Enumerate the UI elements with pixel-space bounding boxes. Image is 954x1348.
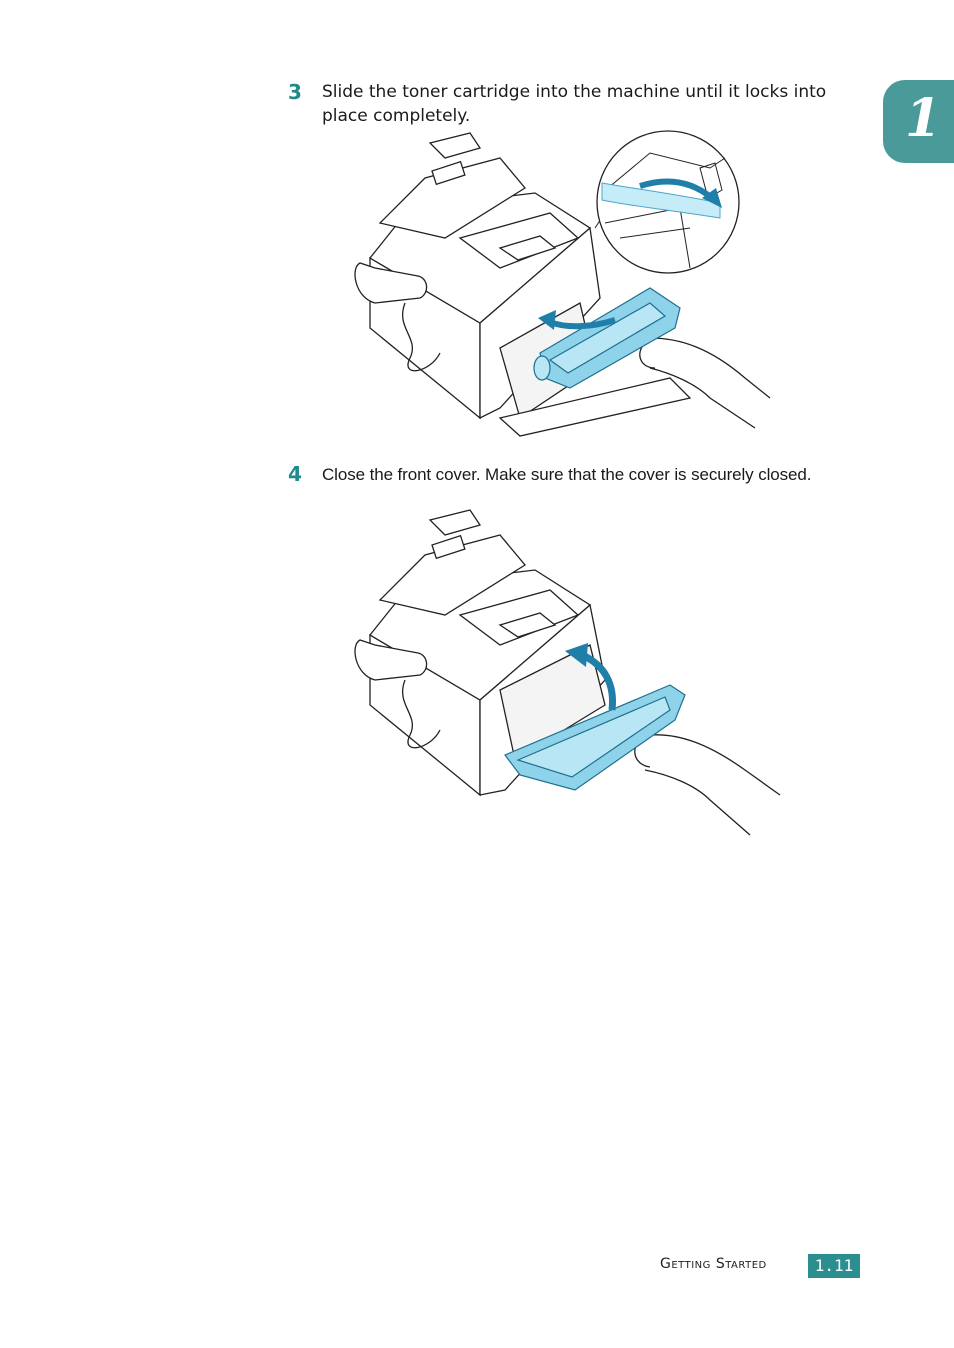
step-number: 4 (288, 462, 302, 486)
page-number: 1.11 (808, 1254, 860, 1278)
chapter-number: 1 (905, 88, 942, 149)
close-cover-illustration (354, 509, 781, 836)
step-text-line: Slide the toner cartridge into the machi… (322, 82, 827, 102)
step-number: 3 (288, 80, 302, 104)
chapter-tab: 1 (883, 80, 954, 163)
footer-section-title: Getting Started (660, 1256, 767, 1272)
step-text: Slide the toner cartridge into the machi… (322, 80, 826, 128)
step-text-line: place completely. (322, 106, 471, 126)
insert-toner-illustration (354, 130, 771, 437)
step-text: Close the front cover. Make sure that th… (322, 465, 812, 484)
